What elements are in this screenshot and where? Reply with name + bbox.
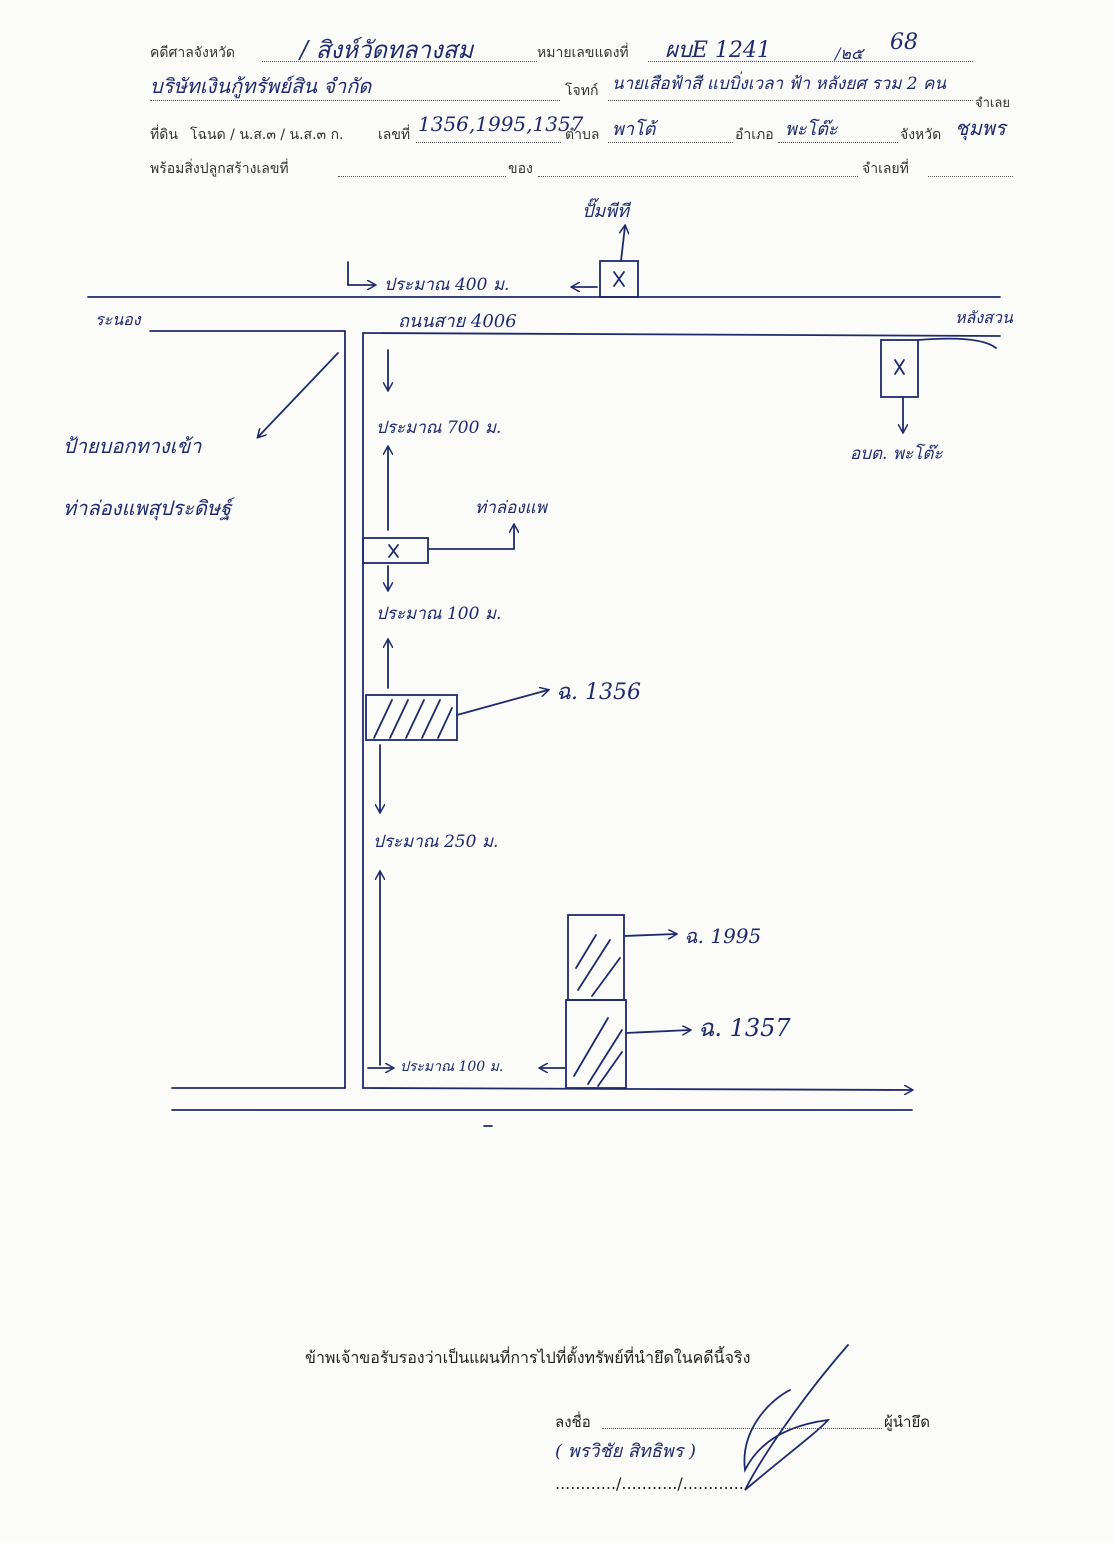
- court-label: คดีศาลจังหวัด: [150, 45, 236, 61]
- debtor-label: จำเลย: [975, 96, 1010, 111]
- plot-1995-hatch: [575, 934, 621, 997]
- signer-name: ( พรวิชัย สิทธิพร ): [555, 1441, 696, 1462]
- office-cross: [894, 359, 905, 375]
- building-dotted-line: [338, 176, 506, 177]
- dist-100b-label: ประมาณ 100 ม.: [400, 1059, 504, 1075]
- left-place-label: ระนอง: [95, 310, 141, 329]
- subdistrict-value: พาโต้: [612, 119, 656, 140]
- debtor-no-dotted-line: [928, 176, 1013, 177]
- signature-scribble: [743, 1344, 849, 1491]
- of-label: ของ: [508, 161, 533, 177]
- land-no-label: เลขที่: [378, 127, 411, 143]
- dist-gas-label: ประมาณ 400 ม.: [384, 275, 510, 295]
- plot-1356-box: [365, 694, 458, 741]
- plot-1356-arrow: [456, 690, 548, 716]
- subdistrict-label: ตำบล: [565, 127, 600, 143]
- court-value: / สิงห์วัดทลางสม: [300, 36, 474, 64]
- date-line: ............/.........../............: [555, 1474, 744, 1493]
- signer-role: ผู้นำยึด: [884, 1413, 930, 1431]
- raft-pier-box: [362, 537, 429, 564]
- district-value: พะโต๊ะ: [785, 119, 838, 140]
- dist-250-label: ประมาณ 250 ม.: [373, 832, 499, 852]
- raft-pier-cross: [388, 544, 399, 558]
- debtor-no-label: จำเลยที่: [862, 161, 909, 177]
- office-box: [880, 339, 919, 398]
- plot-1995-arrow: [623, 934, 676, 936]
- land-doc-types: โฉนด / น.ส.๓ / น.ส.๓ ก.: [190, 127, 344, 143]
- main-road-bottom-edge-right: [362, 332, 1001, 337]
- province-value: ชุมพร: [955, 116, 1006, 140]
- province-label: จังหวัด: [900, 127, 942, 143]
- plaintiff-value: บริษัทเงินกู้ทรัพย์สิน จำกัด: [150, 74, 372, 98]
- plot-1356-hatch: [373, 699, 453, 739]
- road-curve-right: [917, 337, 997, 349]
- gas-station-label: ปั๊มพีที: [582, 201, 630, 222]
- plot-1357-arrow: [625, 1030, 690, 1033]
- sign-label: ลงชื่อ: [555, 1413, 591, 1431]
- certification-statement: ข้าพเจ้าขอรับรองว่าเป็นแผนที่การไปที่ตั้…: [305, 1348, 751, 1367]
- subdistrict-dotted-line: [608, 142, 733, 143]
- court-dotted-line: [262, 61, 537, 62]
- office-label: อบต. พะโต๊ะ: [850, 444, 943, 464]
- plot-1357-box: [565, 999, 627, 1089]
- sign-label-line2: ท่าล่องแพสุประดิษฐ์: [63, 496, 232, 520]
- dist-700-label: ประมาณ 700 ม.: [376, 418, 502, 438]
- plot-1357-hatch: [573, 1017, 623, 1087]
- case-dotted-line: [648, 61, 973, 62]
- land-label: ที่ดิน: [150, 127, 178, 143]
- road-name-label: ถนนสาย 4006: [398, 311, 517, 332]
- case-no-value: ผบE 1241: [665, 38, 771, 63]
- case-year: 68: [890, 30, 918, 55]
- defendant-dotted-line: [608, 100, 973, 101]
- case-no-label: หมายเลขแดงที่: [537, 45, 629, 61]
- bottom-road-top-edge: [362, 1088, 912, 1090]
- gas-station-box: [599, 260, 639, 298]
- defendant-value: นายเสือฟ้าสี แบบิ่งเวลา ฟ้า หลังยศ รวม 2…: [612, 74, 947, 94]
- of-dotted-line: [538, 176, 858, 177]
- plaintiff-dotted-line: [150, 100, 560, 101]
- sign-arrow: [258, 352, 339, 437]
- district-dotted-line: [778, 142, 898, 143]
- land-no-dotted-line: [416, 142, 561, 143]
- district-label: อำเภอ: [735, 127, 774, 143]
- plot-1357-label: ฉ. 1357: [698, 1014, 791, 1042]
- plot-1995-box: [567, 914, 625, 1001]
- dist-100a-label: ประมาณ 100 ม.: [376, 604, 502, 624]
- defendant-label: โจทก์: [565, 83, 599, 99]
- plot-1356-label: ฉ. 1356: [556, 680, 641, 705]
- building-label: พร้อมสิ่งปลูกสร้างเลขที่: [150, 161, 289, 177]
- gas-station-cross: [613, 271, 625, 287]
- sign-label-line1: ป้ายบอกทางเข้า: [63, 434, 202, 458]
- right-place-label: หลังสวน: [955, 308, 1013, 327]
- land-no-value: 1356,1995,1357: [418, 112, 584, 136]
- raft-pier-label: ท่าล่องแพ: [475, 498, 547, 518]
- gas-station-arrow: [621, 226, 625, 262]
- plot-1995-label: ฉ. 1995: [684, 924, 762, 948]
- signature-dotted-line: [602, 1428, 882, 1429]
- case-year-sep: /๒๕: [835, 44, 864, 63]
